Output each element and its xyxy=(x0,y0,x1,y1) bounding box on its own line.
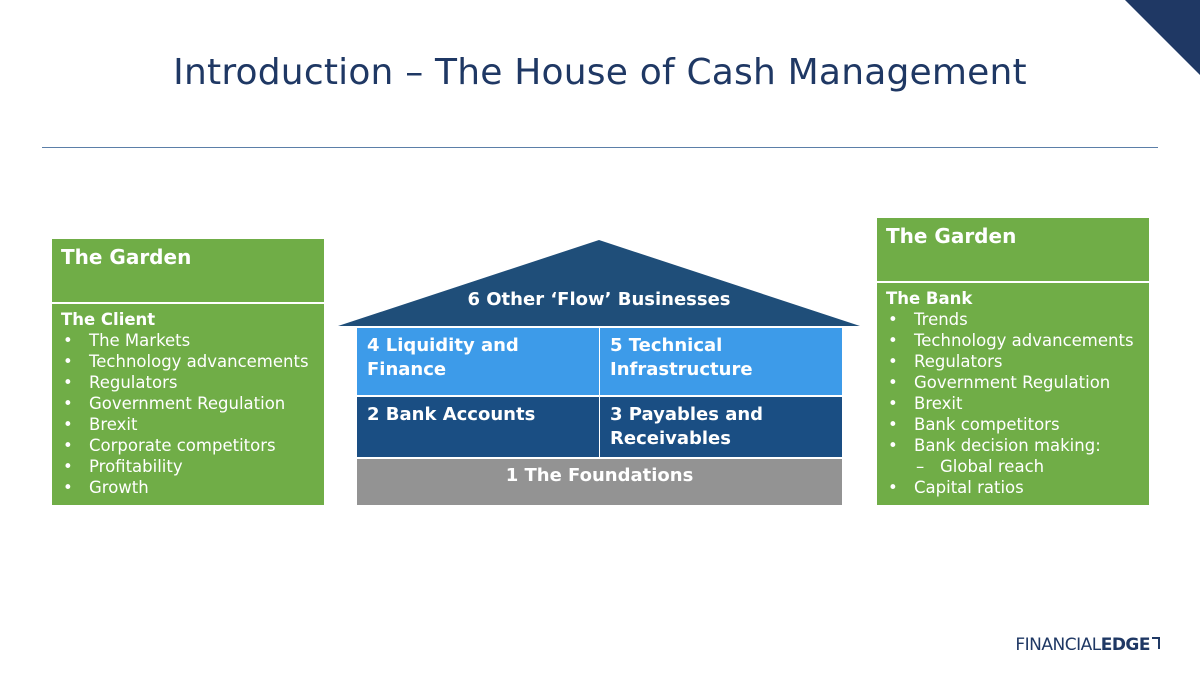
list-item: Technology advancements xyxy=(61,351,315,372)
left-panel-heading: The Garden xyxy=(52,239,324,302)
list-item: The Markets xyxy=(61,330,315,351)
logo-corner-icon xyxy=(1152,637,1160,649)
list-item: Brexit xyxy=(886,393,1140,414)
left-panel-list: The Markets Technology advancements Regu… xyxy=(61,330,315,498)
financial-edge-logo: FINANCIALEDGE xyxy=(1015,635,1160,655)
list-item: Corporate competitors xyxy=(61,435,315,456)
list-item: Regulators xyxy=(61,372,315,393)
list-item: Regulators xyxy=(886,351,1140,372)
block-technical-infrastructure: 5 Technical Infrastructure xyxy=(600,328,842,395)
list-item: Trends xyxy=(886,309,1140,330)
logo-text-edge: EDGE xyxy=(1100,635,1151,655)
block-payables-receivables: 3 Payables and Receivables xyxy=(600,397,842,457)
right-panel-body: The Bank Trends Technology advancements … xyxy=(877,283,1149,505)
list-item: Brexit xyxy=(61,414,315,435)
list-item: Government Regulation xyxy=(886,372,1140,393)
list-item: Capital ratios xyxy=(886,477,1140,498)
roof-label: 6 Other ‘Flow’ Businesses xyxy=(467,289,731,310)
block-foundations: 1 The Foundations xyxy=(357,459,842,505)
left-panel-subheading: The Client xyxy=(61,310,156,329)
list-item: Technology advancements xyxy=(886,330,1140,351)
right-panel-subheading: The Bank xyxy=(886,289,973,308)
right-garden-panel: The Garden The Bank Trends Technology ad… xyxy=(877,218,1149,505)
slide-title: Introduction – The House of Cash Managem… xyxy=(173,52,1027,93)
block-bank-accounts: 2 Bank Accounts xyxy=(357,397,599,457)
left-panel-body: The Client The Markets Technology advanc… xyxy=(52,304,324,505)
right-panel-heading: The Garden xyxy=(877,218,1149,281)
logo-text-financial: FINANCIAL xyxy=(1015,635,1101,655)
list-item: Bank competitors xyxy=(886,414,1140,435)
house-roof xyxy=(338,240,860,326)
list-item: Profitability xyxy=(61,456,315,477)
right-panel-list: Trends Technology advancements Regulator… xyxy=(886,309,1140,498)
list-item: Growth xyxy=(61,477,315,498)
list-item: Government Regulation xyxy=(61,393,315,414)
block-liquidity-finance: 4 Liquidity and Finance xyxy=(357,328,599,395)
title-divider xyxy=(42,147,1158,148)
list-item: Bank decision making: xyxy=(886,435,1140,456)
list-subitem: Global reach xyxy=(886,456,1140,477)
corner-accent xyxy=(1125,0,1200,75)
left-garden-panel: The Garden The Client The Markets Techno… xyxy=(52,239,324,505)
